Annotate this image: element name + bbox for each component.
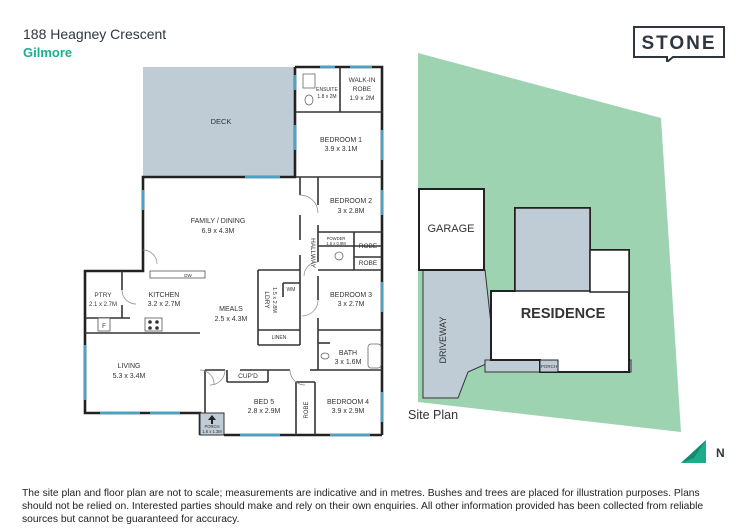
bed1-label: BEDROOM 1 xyxy=(320,137,362,144)
bath-fixtures xyxy=(302,73,382,369)
family-label: FAMILY / DINING xyxy=(191,218,246,225)
room-labels: DECK ENSUITE 1.8 x 2M WALK-IN ROBE 1.9 x… xyxy=(89,77,378,434)
hallway-label: HALLWAY xyxy=(309,238,316,269)
kitchen-size: 3.2 x 2.7M xyxy=(148,301,181,308)
north-arrow-icon: N xyxy=(681,440,725,463)
powder-label: POWDER xyxy=(327,236,346,241)
living-size: 5.3 x 3.4M xyxy=(113,373,146,380)
bath-label: BATH xyxy=(339,350,357,357)
property-address: 188 Heagney Crescent xyxy=(23,26,167,42)
deck-area xyxy=(143,67,295,177)
linen-label: LINEN xyxy=(272,335,287,341)
garage-block xyxy=(418,188,485,271)
ldry-size: 1.5 x 2.8M xyxy=(271,287,277,313)
fridge-label: F xyxy=(102,324,106,330)
robe-b-label: ROBE xyxy=(359,260,378,267)
kitchen-label: KITCHEN xyxy=(149,292,180,299)
door-swings xyxy=(121,194,319,386)
site-plan-title: Site Plan xyxy=(408,408,458,422)
ptry-size: 2.1 x 2.7M xyxy=(89,302,117,308)
robe-c-label: ROBE xyxy=(304,401,310,418)
walkin-label-2: ROBE xyxy=(353,86,372,93)
bath-size: 3 x 1.6M xyxy=(335,359,362,366)
bed2-size: 3 x 2.8M xyxy=(338,208,365,215)
kitchen-fixtures xyxy=(97,270,206,332)
bed5-label: BED 5 xyxy=(254,399,274,406)
living-label: LIVING xyxy=(118,363,141,370)
driveway-label: DRIVEWAY xyxy=(438,316,448,363)
powder-size: 1.5 x 0.9M xyxy=(326,241,346,246)
ensuite-size: 1.8 x 2M xyxy=(317,94,336,100)
residence-label: RESIDENCE xyxy=(521,306,606,322)
stone-logo: STONE xyxy=(633,26,725,62)
porch-size: 1.6 x 1.3M xyxy=(202,429,222,434)
ldry-label: LDRY xyxy=(263,291,270,309)
robe-a-label: ROBE xyxy=(359,243,378,250)
bed5-size: 2.8 x 2.9M xyxy=(248,408,281,415)
residence-deck xyxy=(514,207,591,292)
disclaimer-text: The site plan and floor plan are not to … xyxy=(22,488,704,525)
logo-mark: STONE xyxy=(633,26,725,62)
bed2-label: BEDROOM 2 xyxy=(330,198,372,205)
interior-walls xyxy=(85,67,382,435)
cupd-label: CUP'D xyxy=(238,373,258,380)
entry-arrow-icon xyxy=(208,415,216,424)
walkin-label: WALK-IN xyxy=(349,77,376,84)
dw-label: DW xyxy=(184,273,192,278)
walkin-size: 1.9 x 2M xyxy=(350,95,375,102)
garage-label: GARAGE xyxy=(427,223,474,235)
site-porch-label: PORCH xyxy=(541,364,557,369)
bed4-label: BEDROOM 4 xyxy=(327,399,369,406)
bed1-size: 3.9 x 3.1M xyxy=(325,146,358,153)
wm-label: WM xyxy=(287,287,296,293)
meals-label: MEALS xyxy=(219,306,243,313)
deck-label: DECK xyxy=(211,117,232,126)
bed4-size: 3.9 x 2.9M xyxy=(332,408,365,415)
logo-text: STONE xyxy=(641,33,716,54)
porch-label: PORCH xyxy=(204,424,219,429)
meals-size: 2.5 x 4.3M xyxy=(215,316,248,323)
windows xyxy=(83,65,384,437)
bed3-label: BEDROOM 3 xyxy=(330,292,372,299)
north-label: N xyxy=(716,446,725,460)
bed3-size: 3 x 2.7M xyxy=(338,301,365,308)
family-size: 6.9 x 4.3M xyxy=(202,228,235,235)
ptry-label: PTRY xyxy=(94,292,112,299)
property-suburb: Gilmore xyxy=(23,45,73,60)
ensuite-label: ENSUITE xyxy=(316,87,338,93)
